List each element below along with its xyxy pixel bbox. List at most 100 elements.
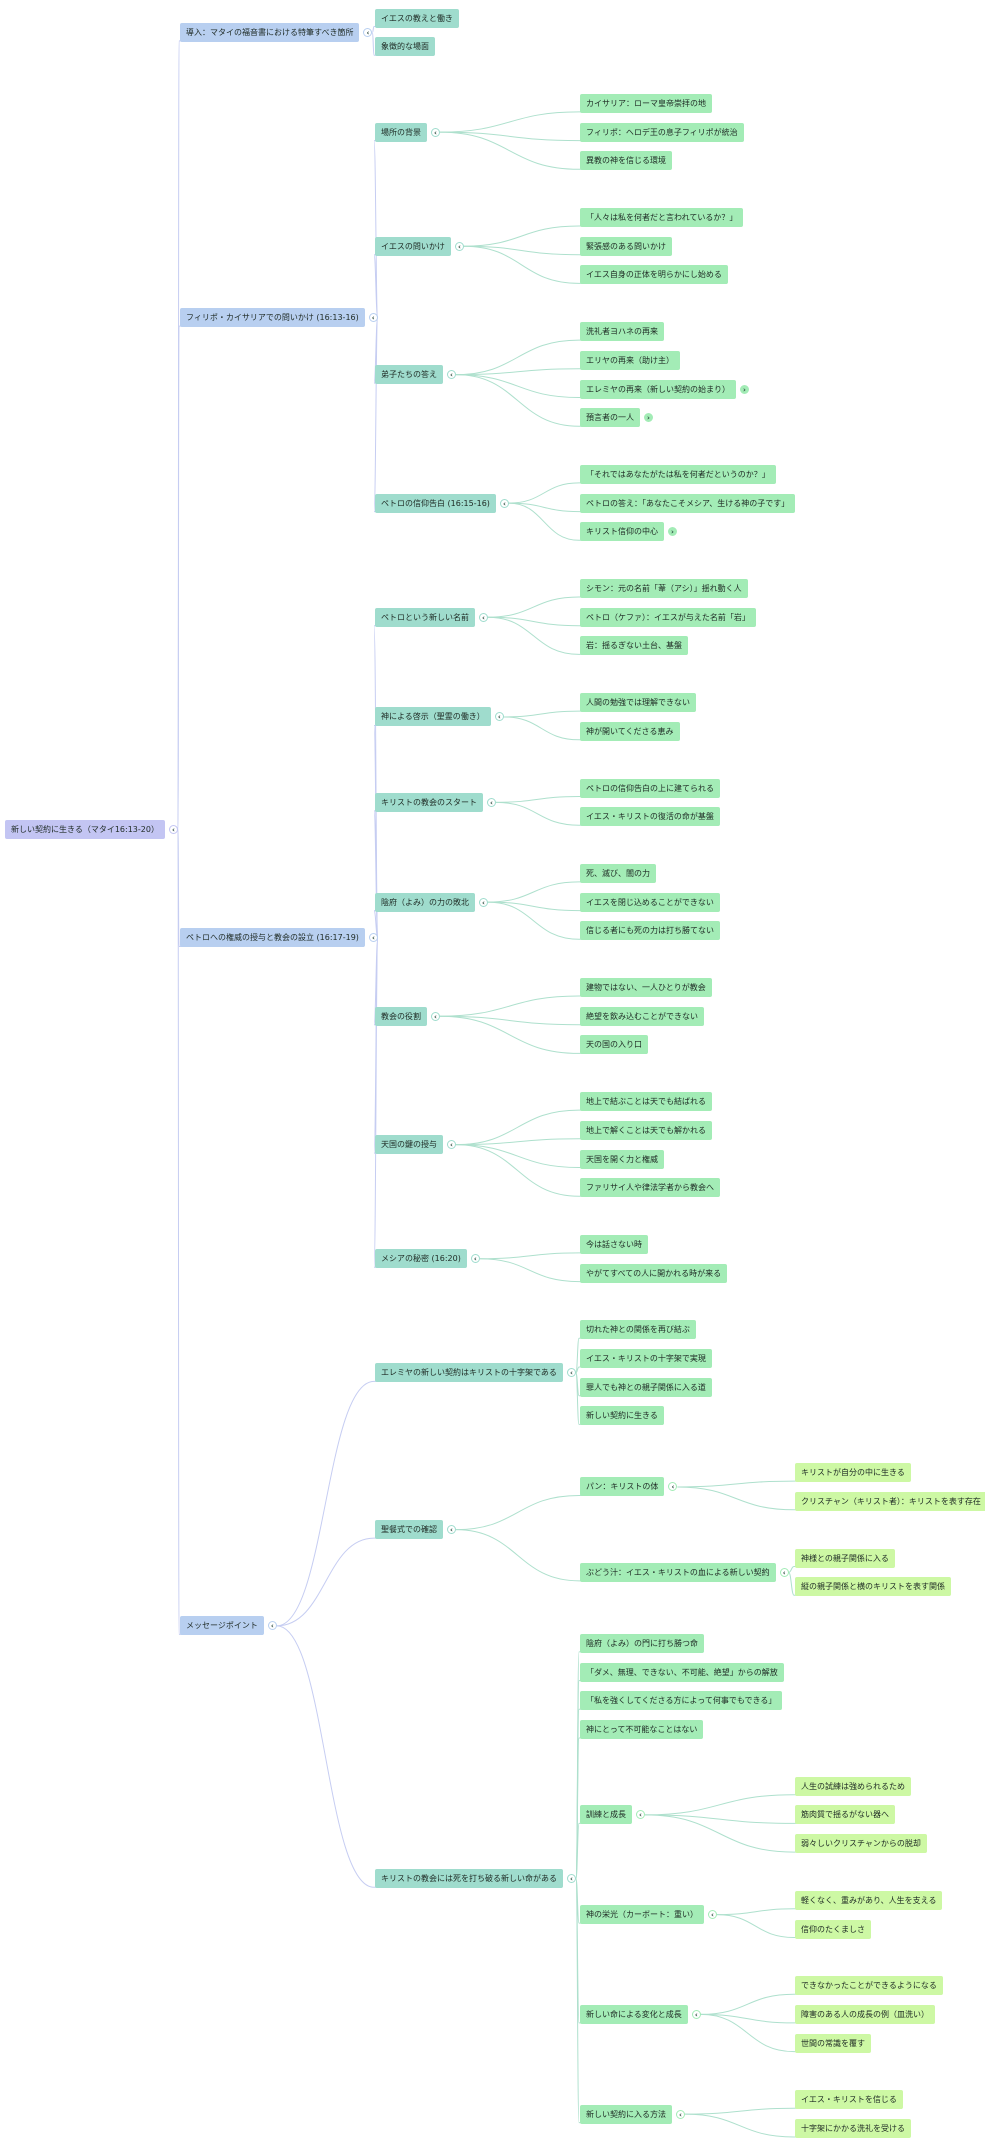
mindmap-node-level3[interactable]: カイサリア：ローマ皇帝崇拝の地 <box>580 93 712 113</box>
mindmap-node-level3[interactable]: 預言者の一人 <box>580 408 640 428</box>
chevron-left-icon[interactable]: ‹ <box>368 933 378 943</box>
chevron-left-icon[interactable]: ‹ <box>691 2009 701 2019</box>
mindmap-node-level3[interactable]: 神の栄光（カーボート：重い） <box>580 1905 704 1925</box>
mindmap-node-level3[interactable]: ペトロの答え：「あなたこそメシア、生ける神の子です」 <box>580 493 796 513</box>
mindmap-node-level3[interactable]: 緊張感のある問いかけ <box>580 236 672 256</box>
mindmap-node-level3[interactable]: 新しい契約に生きる <box>580 1406 664 1426</box>
mindmap-node-level3[interactable]: エリヤの再来（助け主） <box>580 350 680 370</box>
mindmap-node-level3[interactable]: やがてすべての人に開かれる時が来る <box>580 1263 728 1283</box>
mindmap-node-level2[interactable]: 場所の背景 <box>375 122 427 142</box>
mindmap-node-level3[interactable]: 新しい契約に入る方法 <box>580 2104 672 2124</box>
mindmap-node-level4[interactable]: 人生の試練は強められるため <box>795 1776 911 1796</box>
mindmap-node-level3[interactable]: 地上で解くことは天でも解かれる <box>580 1120 712 1140</box>
chevron-left-icon[interactable]: ‹ <box>168 824 178 834</box>
mindmap-node-level2[interactable]: イエスの教えと働き <box>375 8 459 28</box>
chevron-left-icon[interactable]: ‹ <box>499 498 509 508</box>
chevron-left-icon[interactable]: ‹ <box>267 1621 277 1631</box>
chevron-right-icon[interactable]: › <box>644 413 653 423</box>
mindmap-node-level4[interactable]: キリストが自分の中に生きる <box>795 1463 911 1483</box>
mindmap-node-level1[interactable]: フィリポ・カイサリアでの問いかけ (16:13-16) <box>180 308 365 328</box>
mindmap-node-level2[interactable]: キリストの教会のスタート <box>375 792 483 812</box>
mindmap-node-level3[interactable]: 死、滅び、闇の力 <box>580 863 656 883</box>
mindmap-node-level2[interactable]: 聖餐式での確認 <box>375 1520 443 1540</box>
mindmap-node-level2[interactable]: 天国の鍵の授与 <box>375 1135 443 1155</box>
mindmap-node-level2[interactable]: 象徴的な場面 <box>375 37 435 57</box>
mindmap-node-level3[interactable]: イエス自身の正体を明らかにし始める <box>580 265 728 285</box>
mindmap-node-level3[interactable]: 「それではあなたがたは私を何者だというのか？」 <box>580 464 776 484</box>
mindmap-node-level4[interactable]: 障害のある人の成長の例（皿洗い） <box>795 2004 935 2024</box>
mindmap-node-level4[interactable]: 神様との親子関係に入る <box>795 1548 895 1568</box>
chevron-left-icon[interactable]: ‹ <box>494 712 504 722</box>
chevron-left-icon[interactable]: ‹ <box>676 2109 685 2119</box>
chevron-left-icon[interactable]: ‹ <box>479 897 488 907</box>
mindmap-node-level2[interactable]: 教会の役割 <box>375 1006 427 1026</box>
mindmap-node-level4[interactable]: 信仰のたくましさ <box>795 1919 871 1939</box>
mindmap-node-level3[interactable]: 絶望を飲み込むことができない <box>580 1006 704 1026</box>
mindmap-node-level3[interactable]: イエス・キリストの十字架で実現 <box>580 1349 712 1368</box>
chevron-left-icon[interactable]: ‹ <box>567 1874 576 1884</box>
mindmap-node-level4[interactable]: 筋肉質で揺るがない器へ <box>795 1805 895 1825</box>
mindmap-node-level3[interactable]: 天国を開く力と権威 <box>580 1149 664 1169</box>
chevron-right-icon[interactable]: › <box>740 384 749 394</box>
chevron-left-icon[interactable]: ‹ <box>708 1910 717 1920</box>
mindmap-node-level3[interactable]: ぶどう汁：イエス・キリストの血による新しい契約 <box>580 1562 776 1582</box>
mindmap-node-level2[interactable]: メシアの秘密 (16:20) <box>375 1249 467 1269</box>
mindmap-node-level3[interactable]: ペトロ（ケファ）：イエスが与えた名前「岩」 <box>580 607 756 627</box>
mindmap-node-level1[interactable]: メッセージポイント <box>180 1616 264 1636</box>
mindmap-node-level3[interactable]: 神にとって不可能なことはない <box>580 1720 704 1739</box>
mindmap-node-level3[interactable]: イエスを閉じ込めることができない <box>580 892 720 912</box>
mindmap-node-level3[interactable]: 天の国の入り口 <box>580 1035 648 1055</box>
mindmap-node-level3[interactable]: 「私を強くしてくださる方によって何事でもできる」 <box>580 1691 783 1711</box>
chevron-left-icon[interactable]: ‹ <box>636 1810 645 1820</box>
mindmap-node-level3[interactable]: 洗礼者ヨハネの再来 <box>580 322 664 342</box>
mindmap-root-node[interactable]: 新しい契約に生きる（マタイ16:13-20） <box>5 819 165 839</box>
chevron-left-icon[interactable]: ‹ <box>447 370 456 380</box>
mindmap-node-level3[interactable]: エレミヤの再来（新しい契約の始まり） <box>580 379 736 399</box>
chevron-left-icon[interactable]: ‹ <box>431 1011 440 1021</box>
mindmap-node-level2[interactable]: 陰府（よみ）の力の敗北 <box>375 892 475 912</box>
chevron-left-icon[interactable]: ‹ <box>566 1368 576 1378</box>
mindmap-node-level4[interactable]: 縦の親子関係と横のキリストを表す関係 <box>795 1577 951 1597</box>
mindmap-node-level2[interactable]: ペトロの信仰告白 (16:15-16) <box>375 493 496 513</box>
mindmap-node-level3[interactable]: フィリポ：ヘロデ王の息子フィリポが統治 <box>580 122 744 142</box>
mindmap-node-level3[interactable]: 新しい命による変化と成長 <box>580 2004 688 2024</box>
mindmap-node-level3[interactable]: シモン：元の名前「葦（アシ）」揺れ動く人 <box>580 579 748 598</box>
mindmap-node-level4[interactable]: クリスチャン（キリスト者）：キリストを表す存在 <box>795 1491 985 1511</box>
mindmap-node-level4[interactable]: イエス・キリストを信じる <box>795 2090 903 2110</box>
chevron-left-icon[interactable]: ‹ <box>487 797 496 807</box>
mindmap-node-level3[interactable]: 信じる者にも死の力は打ち勝てない <box>580 921 720 941</box>
mindmap-node-level3[interactable]: 訓練と成長 <box>580 1805 632 1825</box>
chevron-left-icon[interactable]: ‹ <box>431 127 440 137</box>
mindmap-node-level3[interactable]: 「ダメ、無理、できない、不可能、絶望」からの解放 <box>580 1662 784 1682</box>
mindmap-node-level1[interactable]: 導入：マタイの福音書における特筆すべき箇所 <box>180 22 360 42</box>
mindmap-node-level4[interactable]: 軽くなく、重みがあり、人生を支える <box>795 1890 943 1910</box>
mindmap-node-level3[interactable]: ファリサイ人や律法学者から教会へ <box>580 1178 720 1198</box>
chevron-left-icon[interactable]: ‹ <box>368 313 378 323</box>
mindmap-node-level4[interactable]: 弱々しいクリスチャンからの脱却 <box>795 1834 927 1854</box>
mindmap-node-level2[interactable]: 神による啓示（聖霊の働き） <box>375 707 491 727</box>
mindmap-node-level3[interactable]: 地上で結ぶことは天でも結ばれる <box>580 1092 712 1112</box>
chevron-left-icon[interactable]: ‹ <box>454 241 464 251</box>
chevron-left-icon[interactable]: ‹ <box>447 1140 456 1150</box>
mindmap-node-level4[interactable]: 世間の常識を覆す <box>795 2033 871 2053</box>
mindmap-node-level2[interactable]: エレミヤの新しい契約はキリストの十字架である <box>375 1363 563 1383</box>
chevron-left-icon[interactable]: ‹ <box>447 1525 456 1535</box>
mindmap-node-level2[interactable]: ペトロという新しい名前 <box>375 607 475 627</box>
mindmap-node-level3[interactable]: 罪人でも神との親子関係に入る道 <box>580 1377 712 1397</box>
mindmap-node-level2[interactable]: 弟子たちの答え <box>375 365 443 385</box>
mindmap-node-level3[interactable]: 異教の神を信じる環境 <box>580 151 672 171</box>
chevron-left-icon[interactable]: ‹ <box>470 1254 480 1264</box>
mindmap-node-level3[interactable]: 神が開いてくださる恵み <box>580 721 680 741</box>
mindmap-node-level2[interactable]: イエスの問いかけ <box>375 236 451 256</box>
chevron-left-icon[interactable]: ‹ <box>668 1482 678 1492</box>
mindmap-node-level4[interactable]: 十字架にかかる洗礼を受ける <box>795 2119 911 2138</box>
chevron-left-icon[interactable]: ‹ <box>363 27 373 37</box>
mindmap-node-level3[interactable]: パン：キリストの体 <box>580 1477 665 1497</box>
mindmap-node-level4[interactable]: できなかったことができるようになる <box>795 1976 943 1996</box>
mindmap-node-level3[interactable]: 建物ではない、一人ひとりが教会 <box>580 978 712 997</box>
mindmap-node-level3[interactable]: ペトロの信仰告白の上に建てられる <box>580 778 720 798</box>
mindmap-node-level2[interactable]: キリストの教会には死を打ち破る新しい命がある <box>375 1869 563 1889</box>
mindmap-node-level3[interactable]: 陰府（よみ）の門に打ち勝つ命 <box>580 1633 704 1653</box>
mindmap-node-level3[interactable]: 今は話さない時 <box>580 1234 648 1254</box>
mindmap-node-level3[interactable]: 人間の勉強では理解できない <box>580 693 696 713</box>
